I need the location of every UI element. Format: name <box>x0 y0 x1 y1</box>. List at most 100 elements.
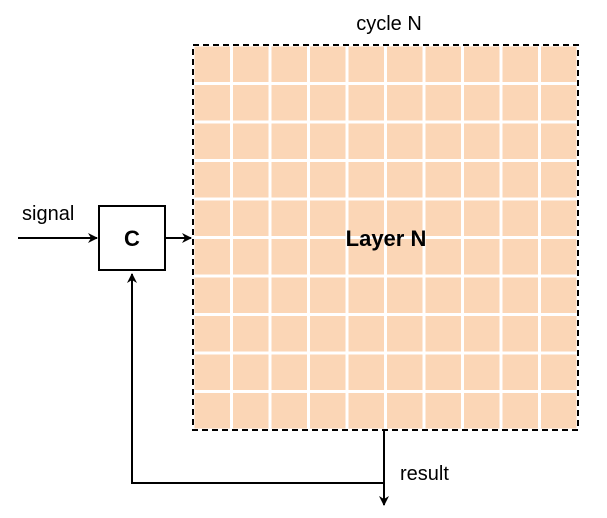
layer-grid-cell <box>541 393 577 429</box>
layer-grid-cell <box>387 46 423 82</box>
layer-grid-cell <box>502 277 538 313</box>
layer-grid-cell <box>387 393 423 429</box>
layer-grid-cell <box>425 277 461 313</box>
layer-grid-cell <box>233 393 269 429</box>
layer-grid-cell <box>425 123 461 159</box>
layer-grid-cell <box>310 123 346 159</box>
layer-grid-cell <box>541 162 577 198</box>
input-label: signal <box>22 203 74 225</box>
layer-grid-cell <box>194 46 230 82</box>
layer-grid-cell <box>502 239 538 275</box>
layer-grid-cell <box>425 354 461 390</box>
layer-grid-cell <box>387 316 423 352</box>
layer-grid-cell <box>425 85 461 121</box>
layer-grid-cell <box>541 239 577 275</box>
layer-grid-cell <box>425 200 461 236</box>
layer-grid-cell <box>502 354 538 390</box>
layer-grid-cell <box>464 85 500 121</box>
layer-grid-cell <box>387 354 423 390</box>
layer-grid-cell <box>233 354 269 390</box>
layer-grid-cell <box>464 277 500 313</box>
layer-grid-cell <box>310 277 346 313</box>
layer-grid-cell <box>194 162 230 198</box>
layer-grid-cell <box>194 123 230 159</box>
layer-grid-cell <box>233 316 269 352</box>
layer-grid-cell <box>387 123 423 159</box>
layer-grid-cell <box>348 123 384 159</box>
layer-grid-cell <box>194 316 230 352</box>
layer-grid-cell <box>541 85 577 121</box>
layer-grid-cell <box>194 200 230 236</box>
layer-grid-cell <box>233 123 269 159</box>
layer-grid-cell <box>541 123 577 159</box>
cycle-label: cycle N <box>356 13 422 35</box>
layer-grid-cell <box>464 162 500 198</box>
layer-grid-cell <box>425 239 461 275</box>
layer-grid-cell <box>541 200 577 236</box>
layer-grid-cell <box>310 85 346 121</box>
layer-grid-cell <box>348 354 384 390</box>
layer-grid-cell <box>502 162 538 198</box>
layer-grid-cell <box>348 162 384 198</box>
layer-grid-cell <box>271 123 307 159</box>
layer-grid-cell <box>233 46 269 82</box>
layer-grid-cell <box>541 354 577 390</box>
layer-grid-cell <box>271 46 307 82</box>
layer-grid-cell <box>348 316 384 352</box>
layer-grid-cell <box>271 200 307 236</box>
layer-grid-cell <box>502 200 538 236</box>
layer-grid-cell <box>271 85 307 121</box>
layer-grid-cell <box>464 316 500 352</box>
layer-grid-cell <box>310 200 346 236</box>
layer-grid-cell <box>541 316 577 352</box>
layer-grid-cell <box>271 277 307 313</box>
layer-grid-cell <box>464 354 500 390</box>
layer-grid-cell <box>502 85 538 121</box>
layer-grid-cell <box>502 123 538 159</box>
layer-grid-cell <box>271 316 307 352</box>
layer-grid-cell <box>348 277 384 313</box>
layer-grid-cell <box>233 239 269 275</box>
layer-grid-cell <box>310 316 346 352</box>
layer-grid-cell <box>194 393 230 429</box>
layer-grid-cell <box>194 85 230 121</box>
layer-grid-cell <box>464 239 500 275</box>
layer-grid-cell <box>464 393 500 429</box>
output-label: result <box>400 463 449 485</box>
layer-grid-cell <box>233 162 269 198</box>
layer-grid <box>193 45 578 430</box>
controller-box <box>98 205 166 271</box>
layer-grid-cell <box>310 354 346 390</box>
layer-grid-cell <box>502 46 538 82</box>
layer-grid-cell <box>348 200 384 236</box>
layer-grid-cell <box>387 239 423 275</box>
feedback-arrow <box>127 273 384 484</box>
layer-grid-cell <box>194 354 230 390</box>
layer-grid-cell <box>502 316 538 352</box>
layer-grid-cell <box>271 393 307 429</box>
layer-grid-cell <box>425 162 461 198</box>
layer-boundary <box>192 44 579 431</box>
layer-grid-cell <box>271 354 307 390</box>
controller-label: C <box>124 226 140 251</box>
layer-grid-cell <box>194 239 230 275</box>
layer-grid-cell <box>425 46 461 82</box>
layer-grid-cell <box>502 393 538 429</box>
layer-grid-cell <box>271 162 307 198</box>
layer-grid-cell <box>271 239 307 275</box>
layer-grid-cell <box>348 239 384 275</box>
layer-grid-cell <box>310 393 346 429</box>
layer-grid-cell <box>310 46 346 82</box>
layer-grid-cell <box>348 85 384 121</box>
layer-grid-cell <box>310 162 346 198</box>
layer-grid-cell <box>194 277 230 313</box>
layer-grid-cell <box>387 85 423 121</box>
layer-grid-cell <box>425 393 461 429</box>
layer-grid-cell <box>310 239 346 275</box>
layer-grid-cell <box>387 200 423 236</box>
layer-grid-cell <box>233 277 269 313</box>
layer-grid-cell <box>464 200 500 236</box>
layer-grid-cell <box>387 162 423 198</box>
layer-grid-cell <box>425 316 461 352</box>
